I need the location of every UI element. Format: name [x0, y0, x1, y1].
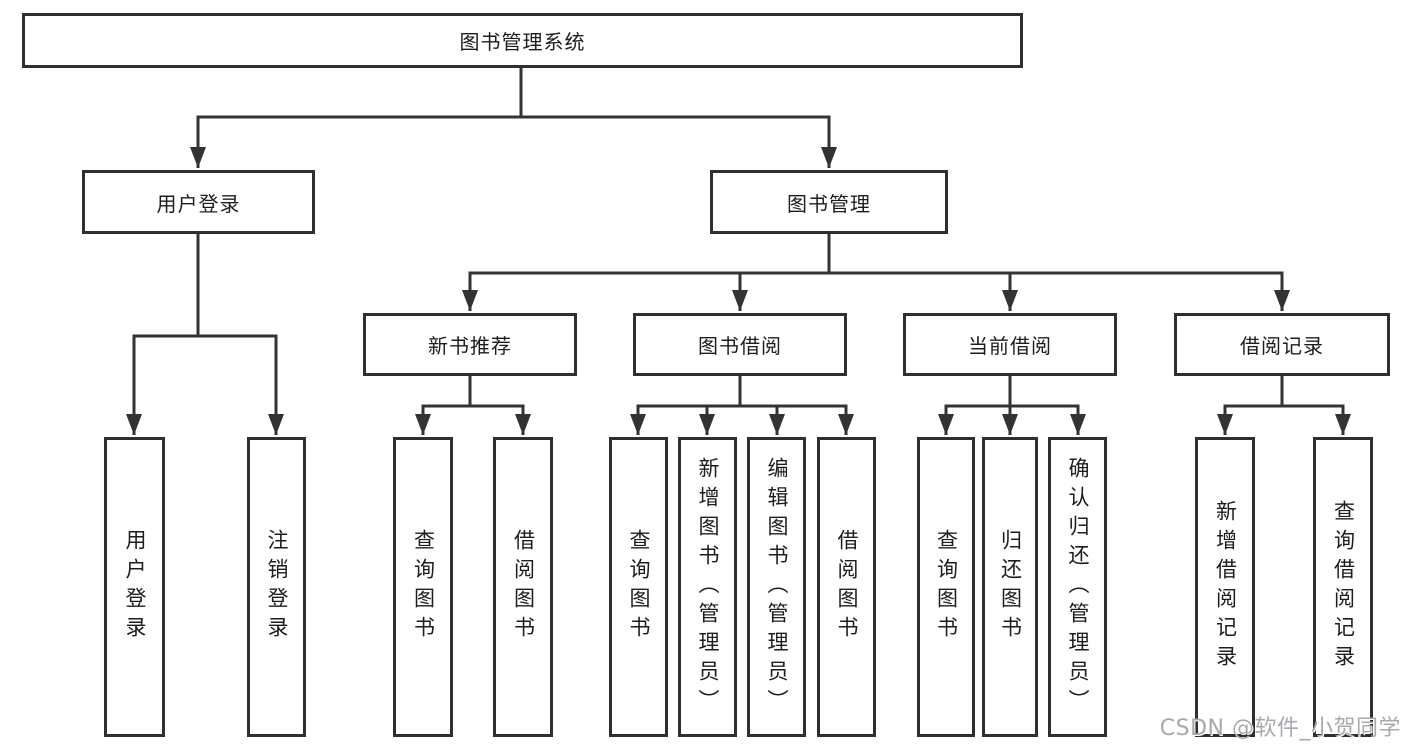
node-label: 确认归还（管理员）: [1066, 456, 1090, 718]
csdn-watermark: CSDN @软件_小贺同学: [1159, 716, 1401, 741]
node-label: 查询图书: [411, 529, 436, 645]
node-label: 用户登录: [156, 191, 241, 216]
node-label: 归还图书: [998, 529, 1023, 645]
node-book-borrowing: 图书借阅: [633, 313, 847, 376]
node-label: 借阅图书: [835, 529, 859, 645]
node-label: 查询图书: [627, 529, 651, 645]
leaf-edit-books-admin: 编辑图书（管理员）: [747, 437, 806, 737]
leaf-query-books: 查询图书: [917, 437, 975, 737]
node-label: 编辑图书（管理员）: [765, 456, 789, 718]
node-label: 图书管理: [787, 191, 871, 216]
node-user-login: 用户登录: [82, 170, 315, 234]
leaf-return-books: 归还图书: [982, 437, 1038, 737]
leaf-query-books: 查询图书: [393, 437, 453, 737]
node-root: 图书管理系统: [22, 13, 1023, 68]
leaf-borrow-books: 借阅图书: [817, 437, 876, 737]
node-label: 新书推荐: [428, 334, 512, 358]
leaf-logout: 注销登录: [247, 437, 306, 737]
leaf-confirm-return-admin: 确认归还（管理员）: [1048, 437, 1107, 737]
node-new-book-recommend: 新书推荐: [363, 313, 577, 376]
leaf-query-borrow-record: 查询借阅记录: [1313, 437, 1373, 737]
leaf-add-borrow-record: 新增借阅记录: [1195, 437, 1255, 737]
node-book-management: 图书管理: [710, 170, 948, 234]
leaf-user-login: 用户登录: [104, 437, 165, 737]
node-label: 借阅图书: [511, 529, 536, 645]
node-current-borrowing: 当前借阅: [903, 313, 1117, 376]
leaf-query-books: 查询图书: [609, 437, 668, 737]
node-label: 新增图书（管理员）: [696, 456, 720, 718]
node-label: 注销登录: [265, 529, 289, 645]
node-label: 用户登录: [123, 529, 147, 645]
node-label: 图书借阅: [698, 334, 782, 358]
node-label: 查询借阅记录: [1331, 500, 1356, 674]
leaf-borrow-books: 借阅图书: [493, 437, 553, 737]
node-label: 当前借阅: [968, 334, 1052, 358]
leaf-add-books-admin: 新增图书（管理员）: [678, 437, 737, 737]
node-label: 查询图书: [934, 529, 959, 645]
node-label: 借阅记录: [1240, 334, 1324, 358]
node-label: 图书管理系统: [459, 30, 586, 54]
node-label: 新增借阅记录: [1213, 500, 1238, 674]
node-borrow-records: 借阅记录: [1174, 313, 1390, 376]
